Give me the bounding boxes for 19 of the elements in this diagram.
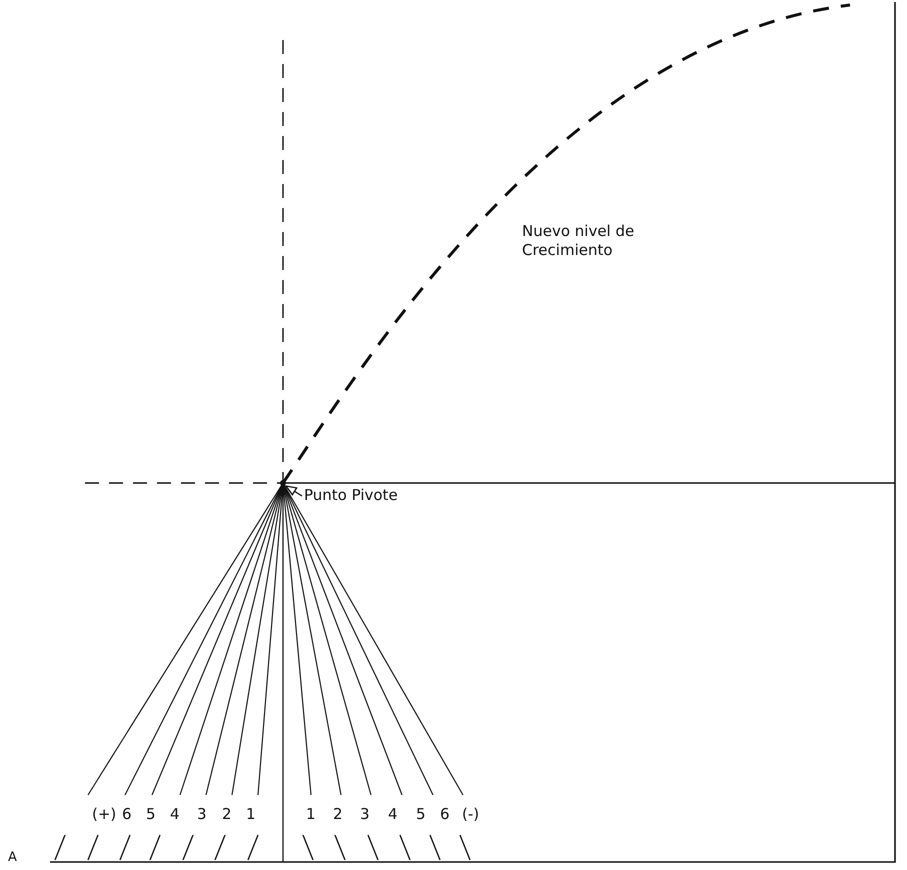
scale-number: 5 [416, 805, 426, 824]
scale-number: 6 [440, 805, 450, 824]
scale-number: 2 [222, 805, 232, 824]
annotation-text: Punto Pivote [304, 486, 398, 505]
scale-number: 2 [333, 805, 343, 824]
point-label: A [8, 849, 17, 867]
scale-number: 4 [170, 805, 180, 824]
sign-label: (+) [92, 805, 116, 824]
scale-number: 5 [146, 805, 156, 824]
scale-number: 1 [306, 805, 316, 824]
scale-number: 3 [360, 805, 370, 824]
scale-number: 4 [388, 805, 398, 824]
sign-label: (-) [462, 805, 480, 824]
scale-number: 6 [122, 805, 132, 824]
scale-number: 3 [197, 805, 207, 824]
scale-number: 1 [246, 805, 256, 824]
curve-label: Nuevo nivel de Crecimiento [522, 222, 636, 260]
pivot-point [280, 480, 286, 486]
leader-arrow [285, 485, 302, 497]
